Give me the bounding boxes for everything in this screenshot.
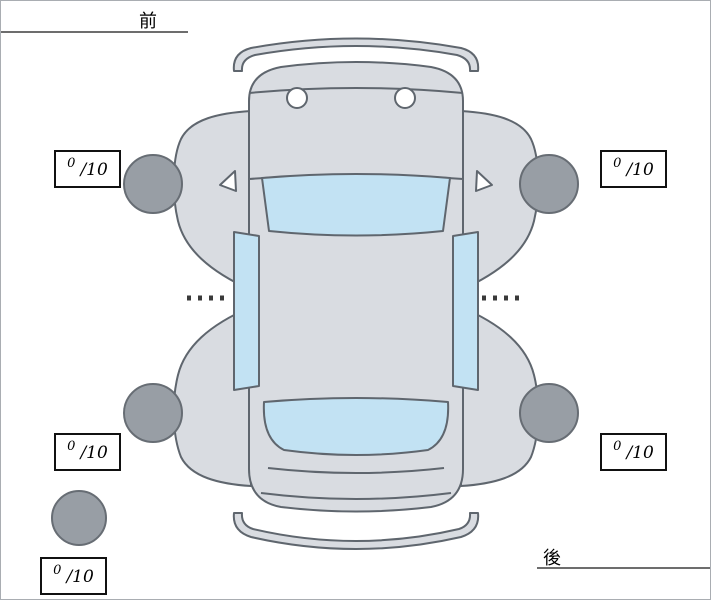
rear-left-tire — [123, 383, 183, 443]
rear-bumper — [232, 512, 480, 550]
door-panels — [172, 110, 540, 487]
left-mirror-icon — [219, 170, 237, 192]
front-right-tire — [519, 154, 579, 214]
front-label: 前 — [139, 11, 158, 32]
bumper-seam-line — [248, 87, 464, 94]
headlight-washer-right-icon — [394, 87, 416, 109]
rear-right-tire-score: 0 /10 — [600, 433, 667, 471]
front-spoiler — [232, 37, 480, 72]
score-denominator: /10 — [66, 567, 94, 587]
rear-right-tire — [519, 383, 579, 443]
score-denominator: /10 — [626, 443, 654, 463]
front-left-tire — [123, 154, 183, 214]
left-side-window — [233, 231, 260, 391]
windshield — [261, 173, 451, 237]
rear-label: 後 — [543, 548, 562, 569]
spare-tire — [51, 490, 107, 546]
score-value: 0 — [613, 155, 622, 171]
score-value: 0 — [613, 438, 622, 454]
front-underline — [1, 31, 188, 33]
score-value: 0 — [67, 438, 76, 454]
score-value: 0 — [53, 562, 62, 578]
trunk-seam-line — [267, 467, 445, 474]
front-right-tire-score: 0 /10 — [600, 150, 667, 188]
score-denominator: /10 — [80, 160, 108, 180]
score-denominator: /10 — [626, 160, 654, 180]
hood — [248, 61, 464, 182]
tires — [51, 154, 579, 546]
right-side-window — [452, 231, 479, 391]
rear-left-tire-score: 0 /10 — [54, 433, 121, 471]
trunk-edge-line — [260, 492, 452, 500]
right-mirror-icon — [475, 170, 493, 192]
score-value: 0 — [67, 155, 76, 171]
rear-window — [262, 397, 450, 456]
front-left-tire-score: 0 /10 — [54, 150, 121, 188]
headlight-washer-left-icon — [286, 87, 308, 109]
spare-tire-score: 0 /10 — [40, 557, 107, 595]
rear-underline — [537, 567, 710, 569]
score-denominator: /10 — [80, 443, 108, 463]
